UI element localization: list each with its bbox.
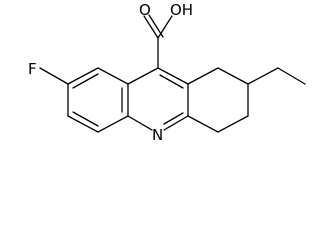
ethyl-group bbox=[247, 67, 306, 85]
bond-c8a-c9 bbox=[157, 67, 189, 85]
bond-double-c3-c4 bbox=[72, 111, 99, 127]
bond-double-n-c10a bbox=[163, 112, 184, 125]
bond-c9-c9a bbox=[127, 67, 159, 85]
structure-diagram: O OH F N bbox=[28, 1, 306, 144]
pyridine-ring bbox=[127, 67, 189, 131]
bond-c7-ch2 bbox=[247, 67, 279, 85]
bond-double-c9-c8a bbox=[159, 74, 184, 89]
bond-c9a-c1 bbox=[97, 67, 129, 85]
atom-label-oh: OH bbox=[170, 1, 193, 19]
bond-ch2-ch3 bbox=[277, 67, 306, 85]
atom-label-f: F bbox=[28, 60, 37, 78]
bond-c2-f bbox=[39, 67, 69, 85]
atom-label-o: O bbox=[139, 1, 151, 19]
bond-c6-c5 bbox=[217, 115, 249, 133]
bond-c4a-n bbox=[127, 115, 153, 131]
bond-c1-c2 bbox=[67, 67, 99, 85]
atom-label-n: N bbox=[152, 126, 163, 144]
bond-c8-c7 bbox=[217, 67, 249, 85]
bond-c8a-c8 bbox=[187, 67, 219, 85]
bond-c3-c4 bbox=[67, 115, 99, 133]
bond-n-c10a bbox=[163, 115, 189, 131]
bond-c5-c10a bbox=[187, 115, 219, 133]
tetrahydro-ring bbox=[187, 67, 249, 133]
bond-c-oh bbox=[157, 15, 173, 39]
fluoro-benzene-ring bbox=[39, 67, 159, 133]
molecule-drawing: O OH F N bbox=[28, 1, 306, 144]
bond-c-o-double-1 bbox=[143, 15, 159, 39]
bond-double-c1-c2 bbox=[72, 73, 99, 89]
carboxyl-group bbox=[143, 14, 173, 69]
bond-c4-c4a bbox=[97, 115, 129, 133]
